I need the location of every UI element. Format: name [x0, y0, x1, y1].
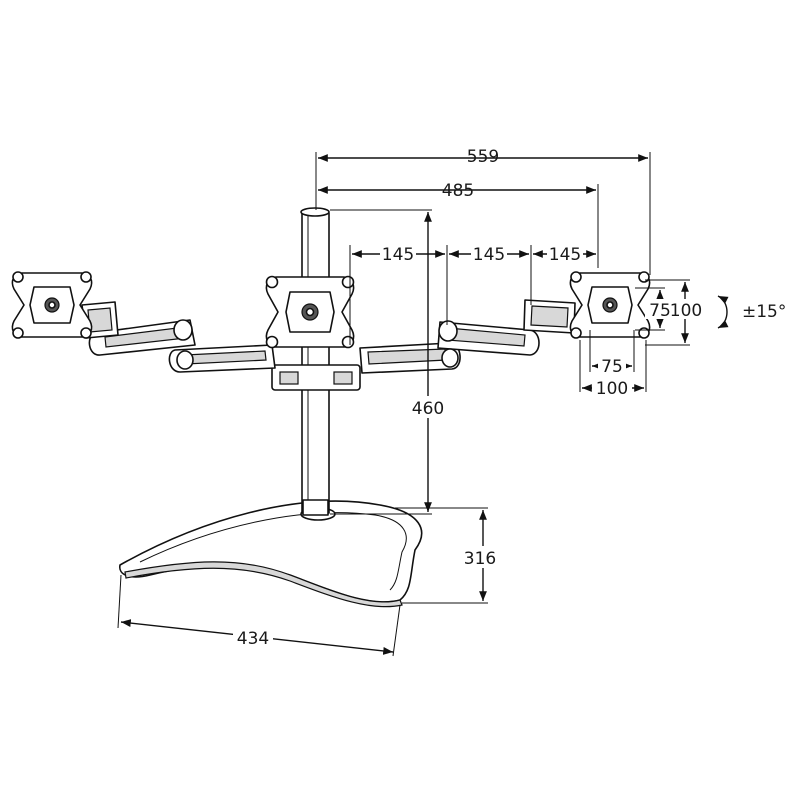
label-145-c: 145 — [549, 245, 581, 265]
label-vesa-100-h: 100 — [596, 379, 628, 399]
label-tilt: ±15° — [742, 302, 786, 322]
stand-base — [119, 500, 423, 608]
label-316: 316 — [464, 549, 496, 569]
label-vesa-100-v: 100 — [670, 301, 702, 321]
rotate-arrow-icon — [717, 295, 729, 329]
label-460: 460 — [412, 399, 444, 419]
stand-pole — [271, 207, 361, 516]
dim-base-width: 434 — [117, 574, 401, 657]
dim-arm-span: 485 — [318, 181, 599, 268]
dim-vesa-vertical: 75 100 — [635, 279, 705, 346]
right-arm — [359, 299, 576, 374]
label-vesa-75-h: 75 — [601, 357, 623, 377]
tilt-indicator: ±15° — [717, 295, 786, 329]
label-vesa-75-v: 75 — [649, 301, 671, 321]
label-145-b: 145 — [473, 245, 505, 265]
label-434: 434 — [237, 629, 269, 649]
right-vesa-plate — [569, 271, 651, 339]
dim-pole-height: 460 — [330, 209, 446, 515]
left-vesa-plate — [11, 271, 93, 339]
dim-base-depth: 316 — [395, 507, 503, 604]
label-559: 559 — [467, 147, 499, 167]
left-arm — [81, 301, 276, 373]
label-145-a: 145 — [382, 245, 414, 265]
dim-overall-width: 559 — [315, 147, 651, 275]
dim-arm-segments: 145 145 145 — [349, 244, 596, 345]
center-vesa-plate — [265, 275, 355, 349]
label-485: 485 — [442, 181, 474, 201]
dim-vesa-horizontal: 75 100 — [579, 330, 647, 399]
